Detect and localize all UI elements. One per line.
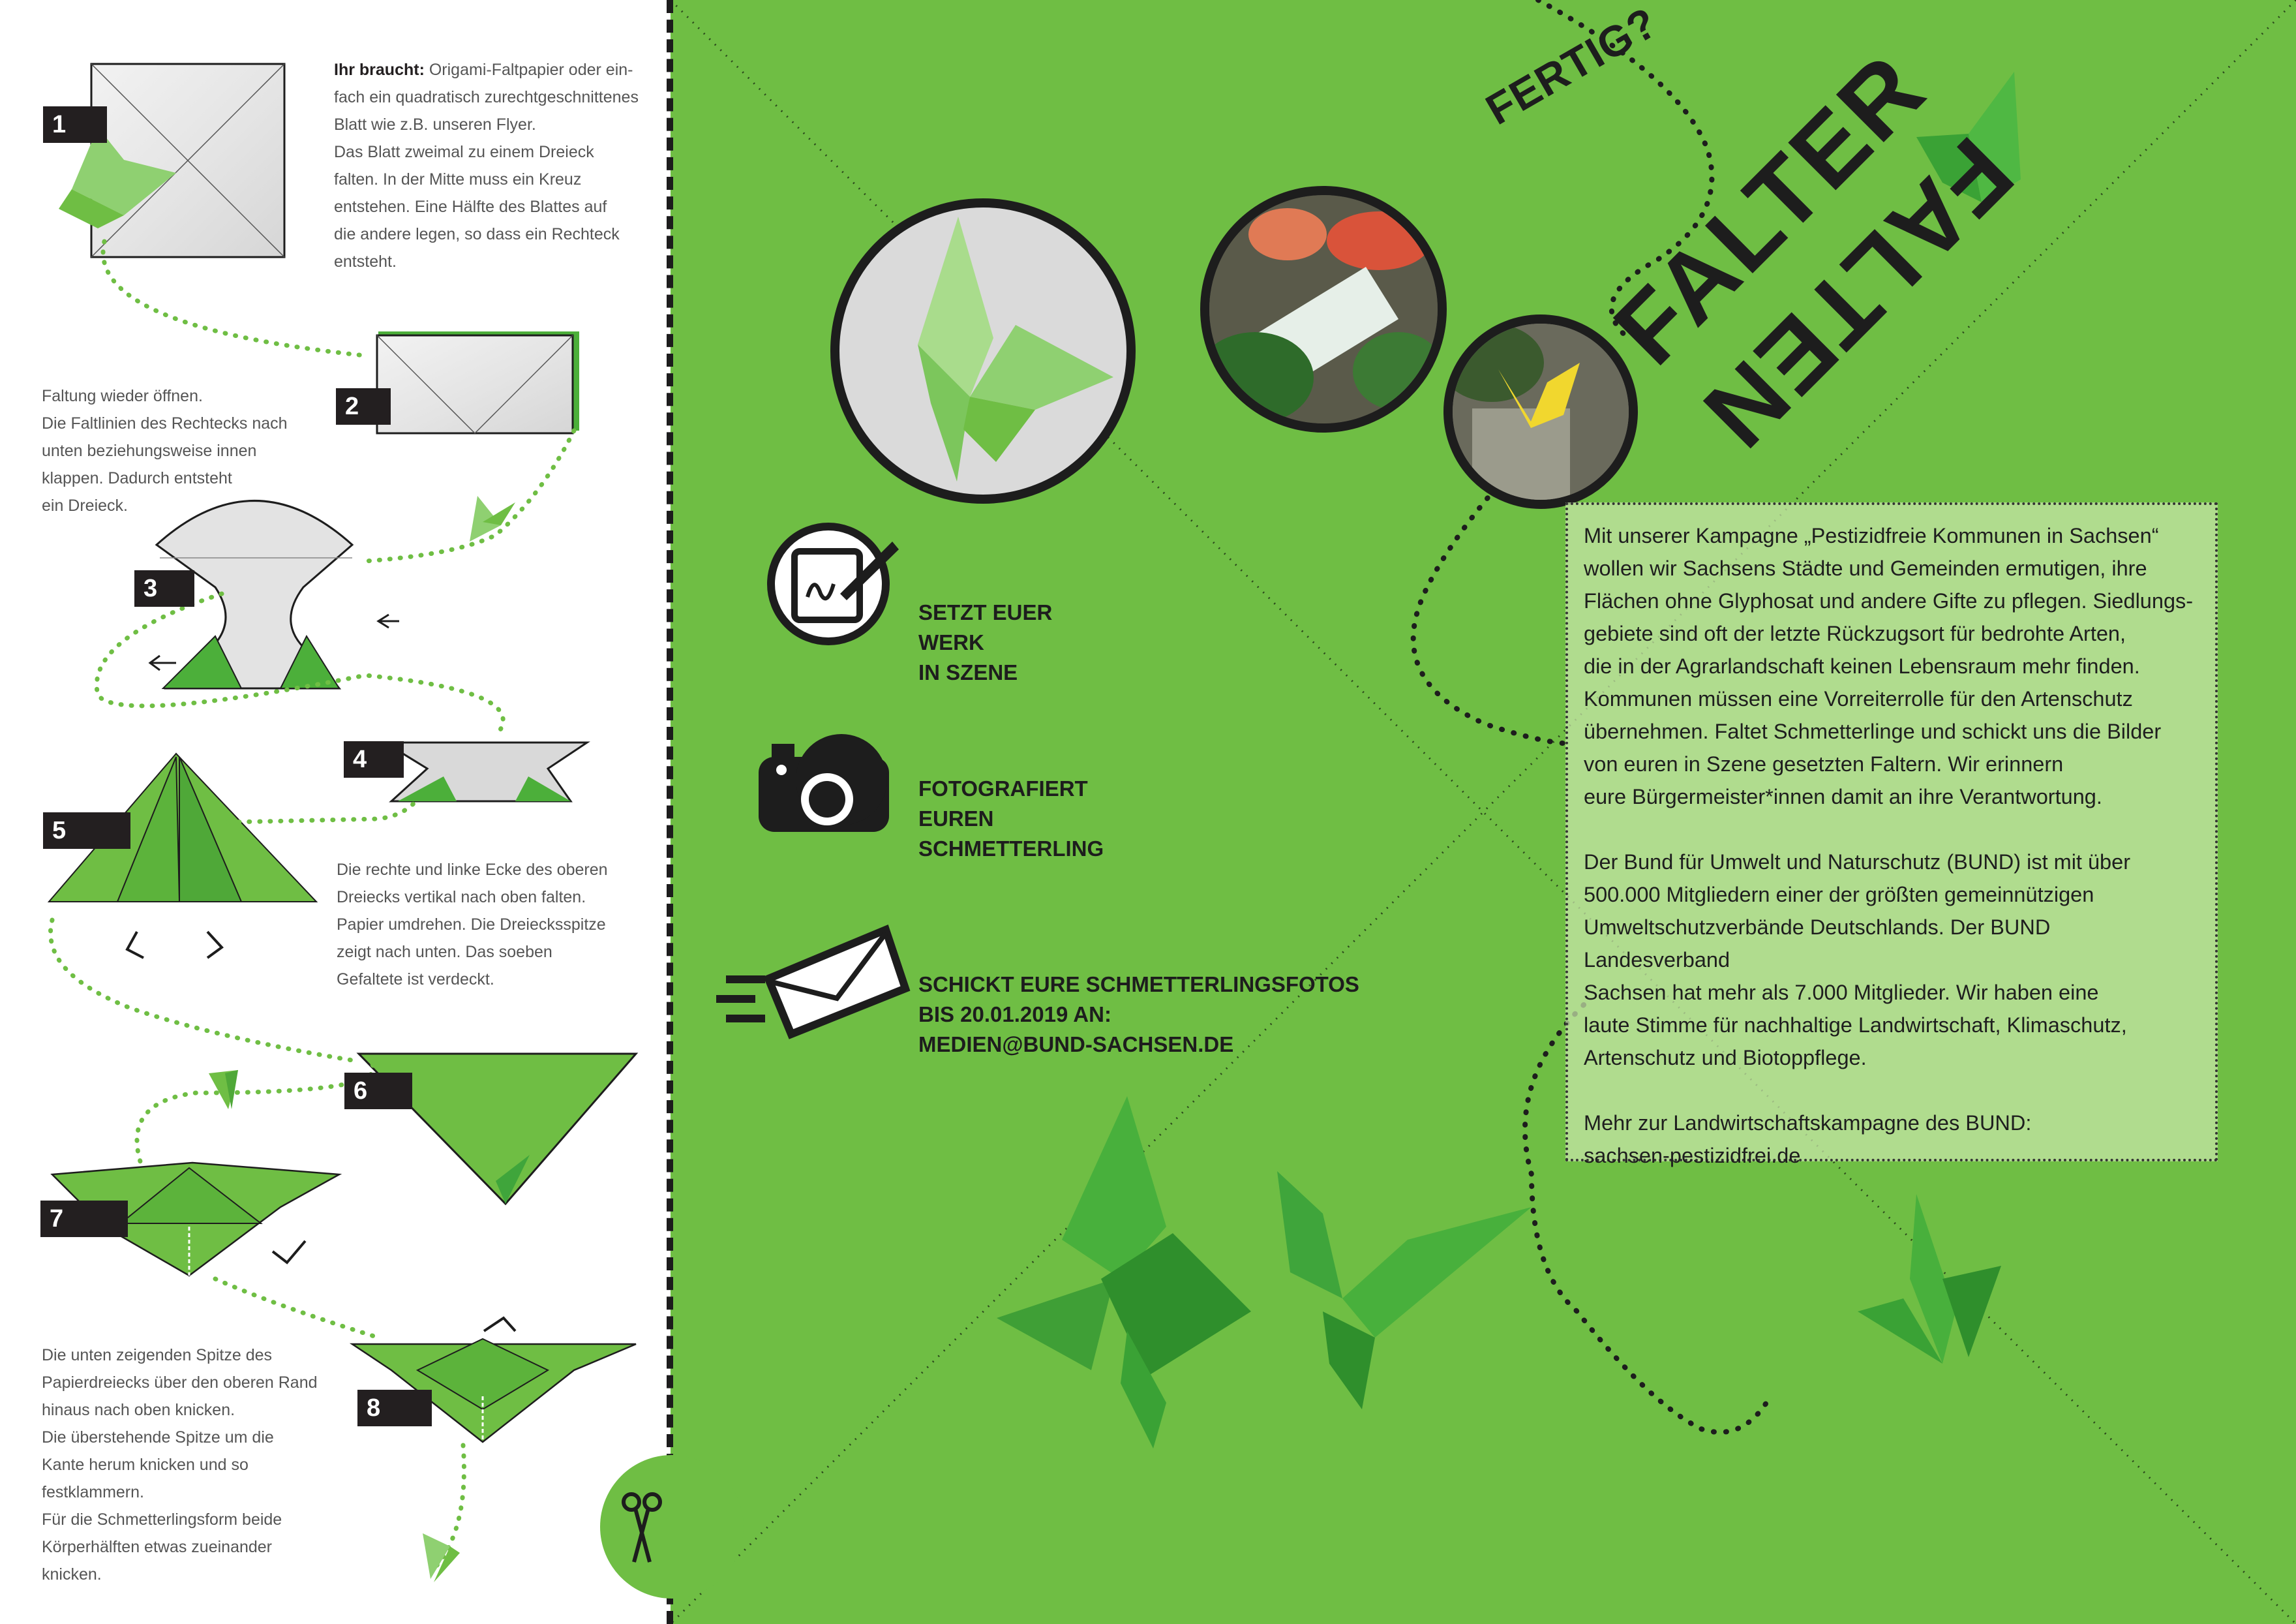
camera-icon (759, 734, 889, 832)
instruction-text-step2: Faltung wieder öffnen. Die Faltlinien de… (42, 387, 288, 515)
butterfly-stone-photo (1443, 314, 1638, 509)
step8-diagram (349, 1316, 637, 1443)
campaign-panel: FERTIG? SETZT EUER WERK IN SZENE FOTOGRA… (671, 0, 2296, 1624)
action-photograph-text: FOTOGRAFIERT EUREN SCHMETTERLING (918, 776, 1104, 861)
panel-graphics (671, 0, 2296, 1624)
step4-diagram (381, 741, 590, 803)
butterfly-icon (1277, 1171, 1532, 1409)
butterfly-icon (1858, 1194, 2001, 1364)
cut-line (667, 0, 673, 1624)
envelope-icon (716, 924, 911, 1039)
instruction-text-step5: Die rechte und linke Ecke des oberen Dre… (337, 861, 608, 988)
step6-diagram (356, 1052, 639, 1206)
campaign-paragraph: Mit unserer Kampagne „Pestizidfreie Komm… (1584, 524, 2194, 808)
butterfly-icon (470, 496, 515, 542)
folding-diagrams (47, 63, 639, 1582)
butterfly-icon (209, 1070, 238, 1109)
scissors-badge (600, 1455, 744, 1599)
action-send-text: SCHICKT EURE SCHMETTERLINGSFOTOS BIS 20.… (918, 970, 1359, 1060)
butterfly-icon (423, 1533, 460, 1582)
step2-rectangle-diagram (376, 331, 579, 435)
step-number-8: 8 (357, 1390, 432, 1426)
step-number-6: 6 (344, 1073, 412, 1109)
butterfly-garden-photo (1200, 186, 1447, 433)
pen-tablet-icon (767, 523, 899, 645)
step-number-3: 3 (134, 570, 194, 607)
bund-paragraph: Der Bund für Umwelt und Naturschutz (BUN… (1584, 850, 2131, 1069)
instructions-panel: 1 2 3 4 5 6 7 8 Ihr braucht: Origami-Fal… (0, 0, 671, 1624)
step1-square-diagram (59, 63, 286, 258)
campaign-info-box: Mit unserer Kampagne „Pestizidfreie Komm… (1565, 502, 2218, 1167)
step-number-4: 4 (344, 741, 404, 778)
step-number-1: 1 (43, 106, 107, 143)
campaign-website-link[interactable]: sachsen-pestizidfrei.de (1584, 1144, 1801, 1167)
ingredients-lead: Ihr braucht: (334, 61, 425, 79)
instruction-text-step8: Die unten zeigenden Spitze des Papierdre… (42, 1346, 318, 1584)
action-stage-text: SETZT EUER WERK IN SZENE (918, 600, 1053, 684)
step-number-2: 2 (336, 388, 391, 425)
step-number-7: 7 (40, 1201, 128, 1237)
step-number-5: 5 (43, 812, 130, 849)
more-info-paragraph: Mehr zur Landwirtschaftskampagne des BUN… (1584, 1111, 2032, 1167)
finished-butterfly-photo (830, 198, 1136, 504)
dotted-guide-path (48, 239, 577, 1575)
step3-diagram (148, 500, 399, 690)
butterfly-icon (997, 1096, 1251, 1448)
butterfly-icon (1916, 72, 2021, 202)
instruction-text-step1: Ihr braucht: Origami-Faltpapier oder ein… (334, 61, 639, 271)
scissors-icon (622, 1492, 662, 1563)
flight-path (1410, 0, 1769, 1435)
step5-diagram (47, 752, 318, 959)
submission-email[interactable]: MEDIEN@BUND-SACHSEN.DE (918, 1032, 1234, 1056)
